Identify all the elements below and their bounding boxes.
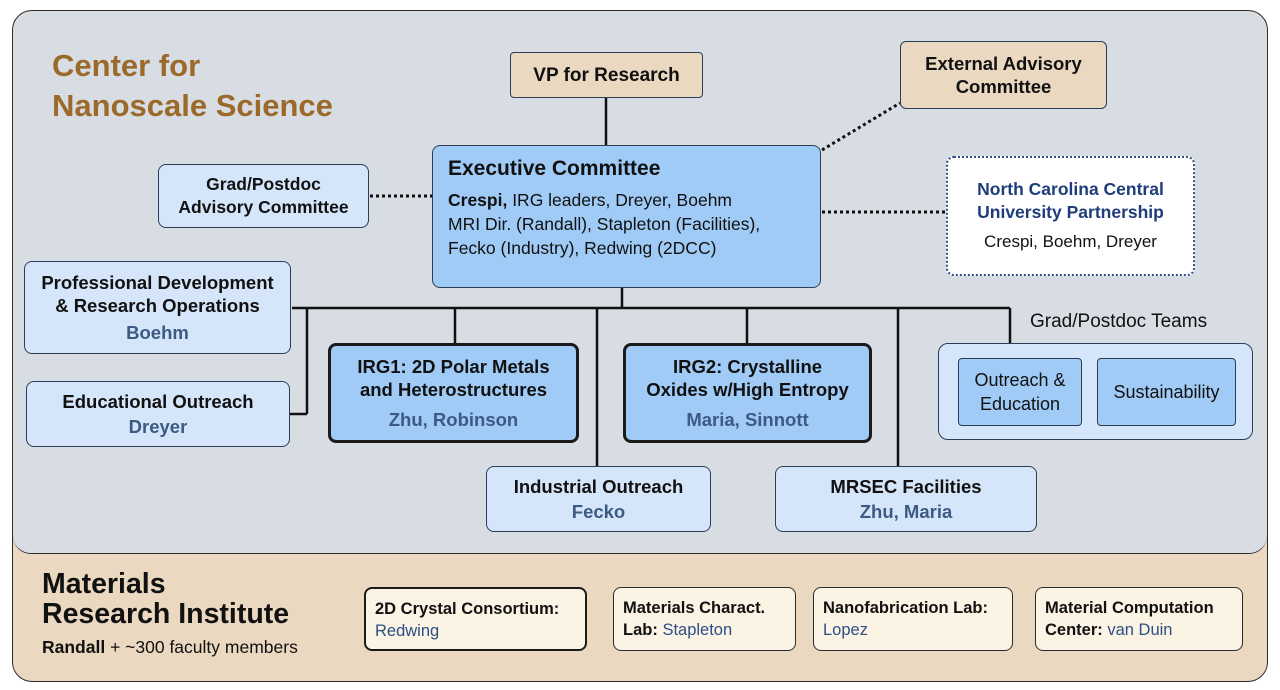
- grad-advisory-label: Grad/Postdoc Advisory Committee: [178, 174, 349, 217]
- lab-lead: van Duin: [1107, 621, 1173, 639]
- lab-material-computation: Material Computation Center: van Duin: [1035, 587, 1243, 651]
- executive-committee-box: Executive Committee Crespi, IRG leaders,…: [432, 145, 821, 288]
- executive-chair: Crespi,: [448, 190, 508, 210]
- lab-name-cont: Center:: [1045, 621, 1103, 639]
- external-advisory-label: External Advisory Committee: [925, 53, 1082, 97]
- team-sustainability: Sustainability: [1097, 358, 1236, 426]
- irg1-box: IRG1: 2D Polar Metals and Heterostructur…: [328, 343, 579, 443]
- edu-outreach-box: Educational Outreach Dreyer: [26, 381, 290, 447]
- nccu-members: Crespi, Boehm, Dreyer: [984, 232, 1157, 251]
- executive-committee-members: Crespi, IRG leaders, Dreyer, Boehm MRI D…: [448, 188, 820, 260]
- external-advisory-box: External Advisory Committee: [900, 41, 1107, 109]
- irg2-label: IRG2: Crystalline Oxides w/High Entropy: [646, 355, 849, 400]
- irg1-label: IRG1: 2D Polar Metals and Heterostructur…: [357, 355, 550, 400]
- prof-dev-label: Professional Development & Research Oper…: [41, 271, 274, 316]
- mrsec-facilities-lead: Zhu, Maria: [859, 500, 953, 522]
- lab-lead: Lopez: [823, 621, 868, 639]
- lab-2d-crystal-consortium: 2D Crystal Consortium: Redwing: [364, 587, 587, 651]
- mri-director: Randall: [42, 637, 106, 657]
- prof-dev-box: Professional Development & Research Oper…: [24, 261, 291, 354]
- lab-name-cont: Lab:: [623, 621, 658, 639]
- mrsec-facilities-label: MRSEC Facilities: [830, 475, 982, 497]
- mri-title: Materials Research Institute: [42, 568, 290, 630]
- industrial-outreach-label: Industrial Outreach: [513, 475, 684, 497]
- lab-materials-characterization: Materials Charact. Lab: Stapleton: [613, 587, 796, 651]
- edu-outreach-label: Educational Outreach: [62, 390, 254, 412]
- irg2-lead: Maria, Sinnott: [686, 408, 809, 430]
- irg1-lead: Zhu, Robinson: [388, 408, 519, 430]
- executive-committee-title: Executive Committee: [448, 157, 661, 180]
- mri-members: + ~300 faculty members: [105, 637, 298, 657]
- nccu-partnership-box: North Carolina Central University Partne…: [946, 156, 1195, 276]
- lab-nanofabrication: Nanofabrication Lab: Lopez: [813, 587, 1013, 651]
- prof-dev-lead: Boehm: [126, 321, 189, 343]
- grad-postdoc-teams-label: Grad/Postdoc Teams: [1030, 311, 1208, 332]
- lab-name: 2D Crystal Consortium:: [375, 600, 560, 618]
- irg2-box: IRG2: Crystalline Oxides w/High Entropy …: [623, 343, 872, 443]
- industrial-outreach-lead: Fecko: [571, 500, 626, 522]
- lab-name: Nanofabrication Lab:: [823, 599, 989, 617]
- center-title: Center for Nanoscale Science: [52, 48, 333, 123]
- lab-lead: Redwing: [375, 622, 440, 640]
- mri-subtitle: Randall + ~300 faculty members: [42, 636, 298, 658]
- lab-lead: Stapleton: [662, 621, 733, 639]
- grad-advisory-box: Grad/Postdoc Advisory Committee: [158, 164, 369, 228]
- executive-members-rest: IRG leaders, Dreyer, Boehm: [507, 190, 732, 210]
- grad-postdoc-teams-group: Outreach & Education Sustainability: [938, 343, 1253, 440]
- team-outreach-education: Outreach & Education: [958, 358, 1082, 426]
- vp-research-box: VP for Research: [510, 52, 703, 98]
- mrsec-facilities-box: MRSEC Facilities Zhu, Maria: [775, 466, 1037, 532]
- edu-outreach-lead: Dreyer: [128, 415, 188, 437]
- nccu-title: North Carolina Central University Partne…: [977, 179, 1164, 222]
- lab-name: Materials Charact.: [623, 599, 766, 617]
- executive-members-more: MRI Dir. (Randall), Stapleton (Facilitie…: [448, 214, 761, 258]
- industrial-outreach-box: Industrial Outreach Fecko: [486, 466, 711, 532]
- vp-research-label: VP for Research: [533, 64, 680, 86]
- lab-name: Material Computation: [1045, 599, 1214, 617]
